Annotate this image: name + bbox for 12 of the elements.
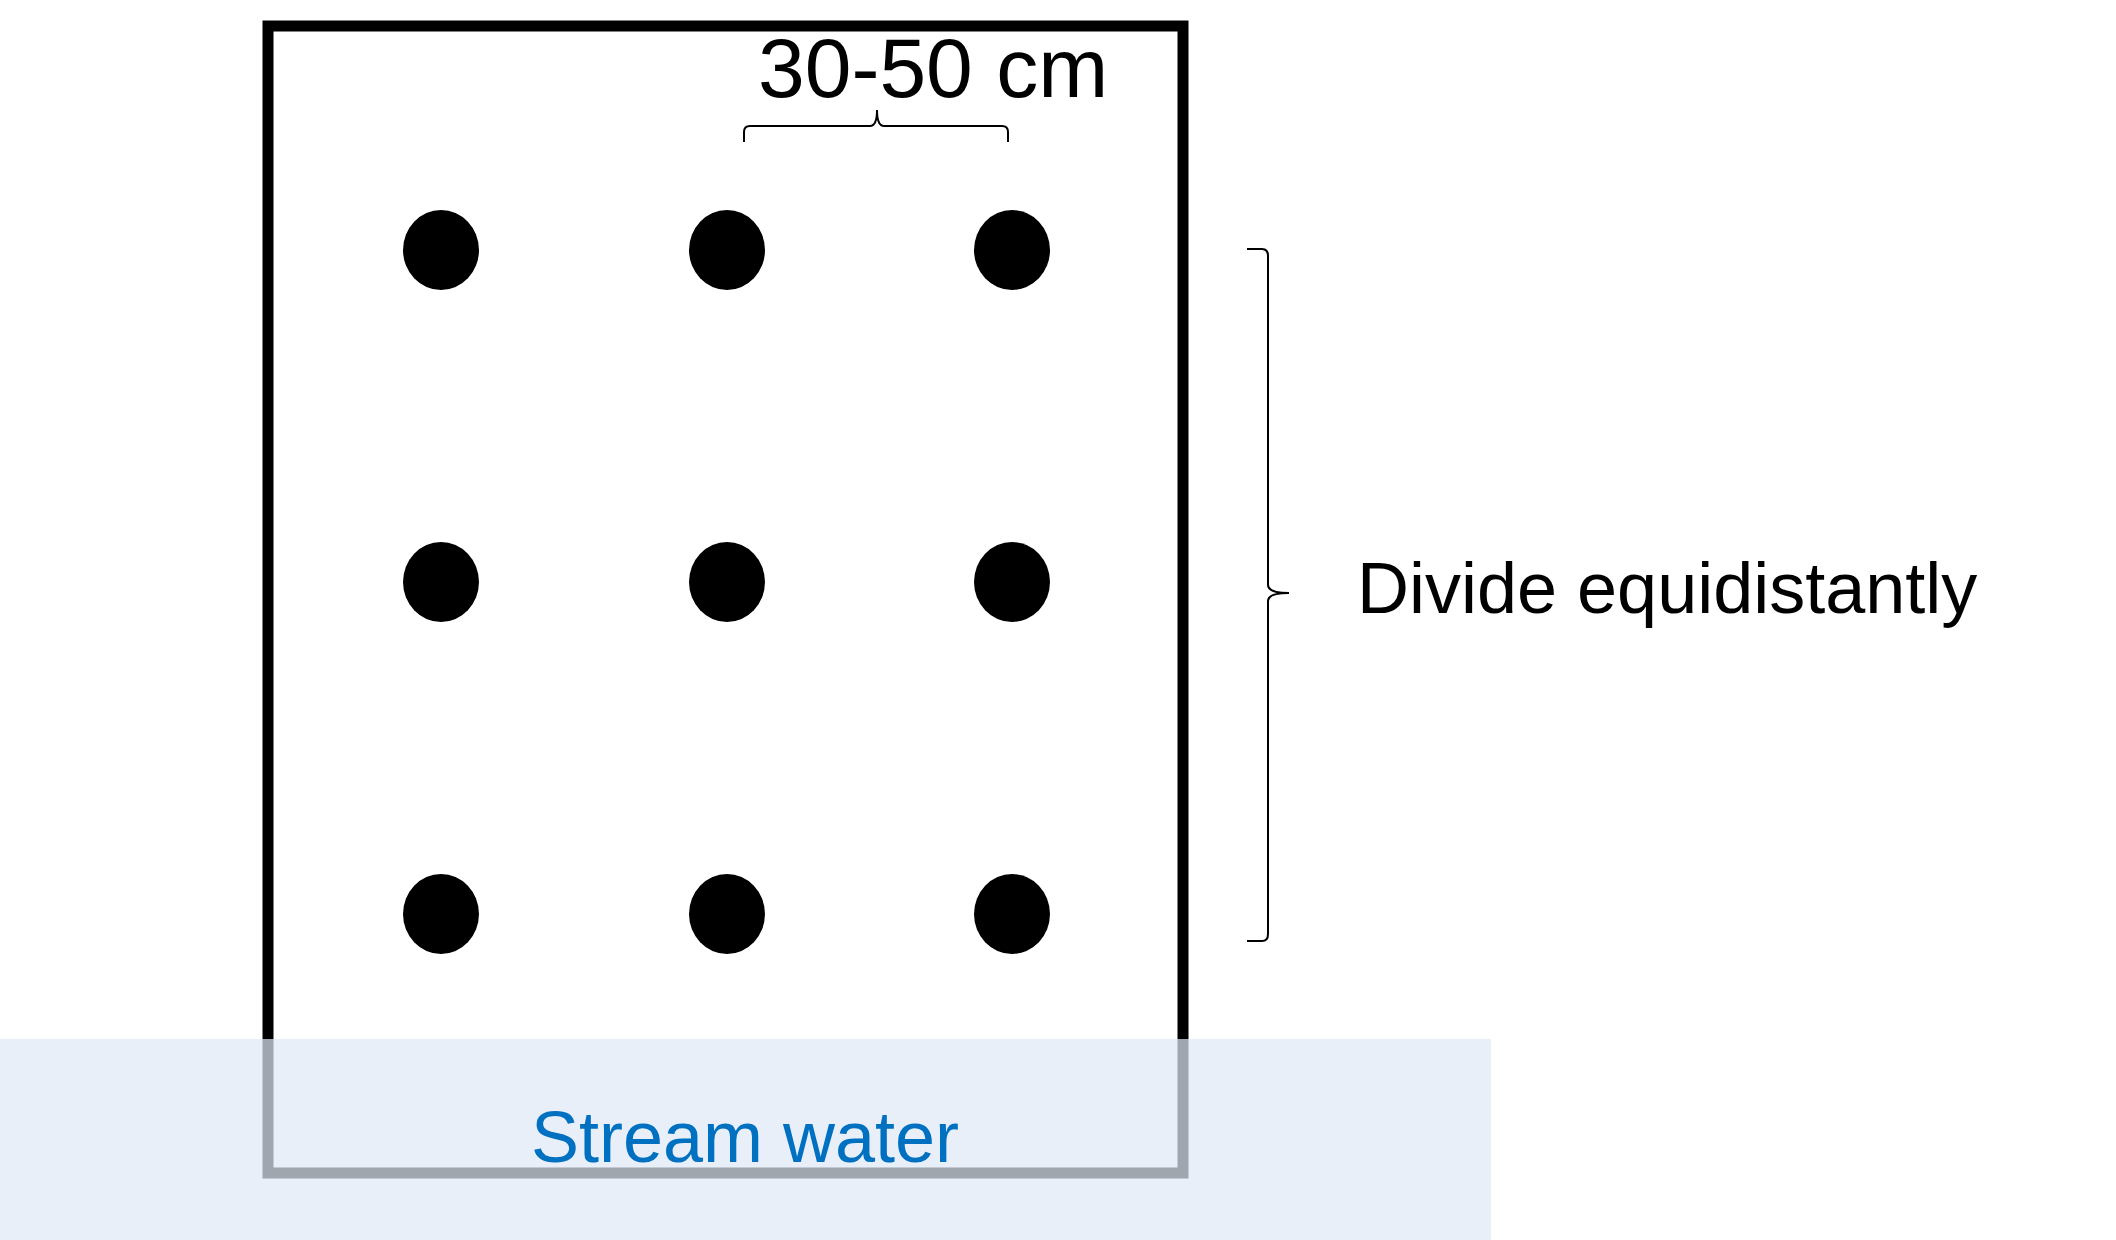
sampling-point bbox=[974, 874, 1050, 954]
sampling-point bbox=[974, 210, 1050, 290]
dimension-label: 30-50 cm bbox=[758, 26, 1109, 110]
sampling-point bbox=[403, 210, 479, 290]
sampling-point bbox=[403, 874, 479, 954]
band-label: Stream water bbox=[529, 1101, 961, 1173]
sampling-point bbox=[689, 210, 765, 290]
sampling-point bbox=[689, 874, 765, 954]
sampling-point bbox=[403, 542, 479, 622]
water-band bbox=[0, 1039, 1491, 1240]
sampling-point bbox=[974, 542, 1050, 622]
sampling-point bbox=[689, 542, 765, 622]
